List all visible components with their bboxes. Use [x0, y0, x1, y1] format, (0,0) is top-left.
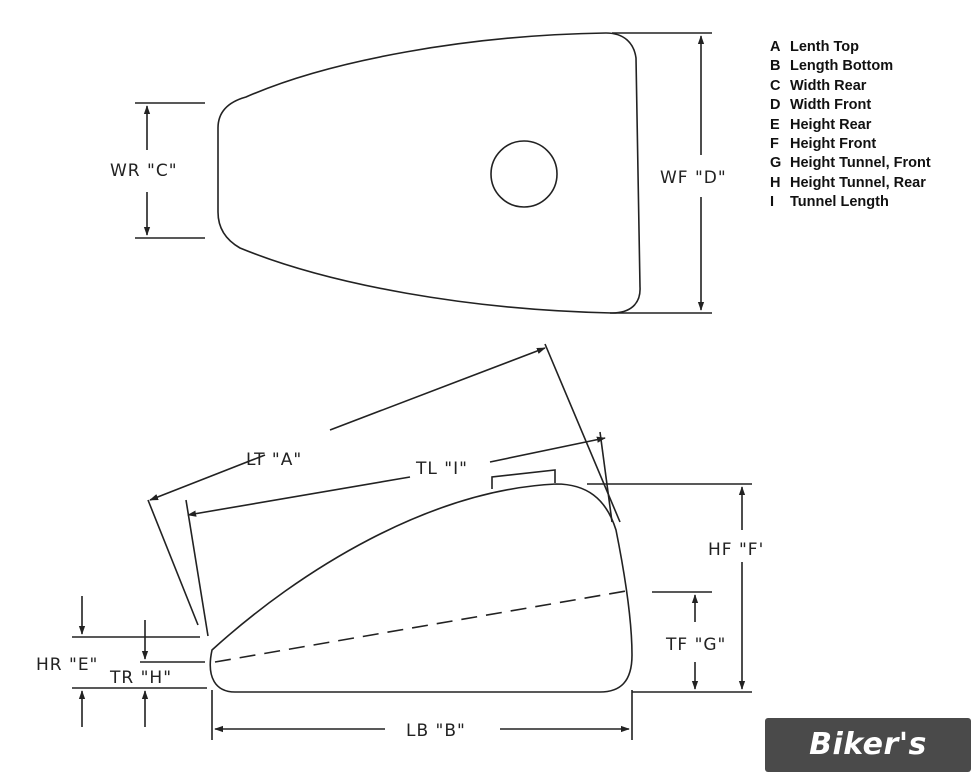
tunnel-bump [491, 469, 556, 489]
bikers-store-watermark: Biker's Store [765, 718, 971, 772]
tl-dimension [185, 431, 613, 637]
legend-key: I [770, 194, 775, 211]
legend-label: Width Front [790, 97, 872, 114]
legend-label: Height Front [790, 136, 877, 153]
legend-key: A [770, 39, 781, 55]
wf-dimension [610, 32, 712, 314]
legend-key: C [770, 77, 781, 94]
legend-item: F Height Front [770, 135, 931, 154]
legend-item: H Height Tunnel, Rear [770, 174, 931, 193]
legend-label: Tunnel Length [790, 194, 889, 211]
tank-top-outline [217, 32, 641, 314]
legend-item: A Lenth Top [770, 38, 931, 57]
tunnel-dashed-line [214, 589, 633, 663]
legend-key: E [770, 116, 780, 133]
legend-key: B [770, 58, 781, 75]
legend-item: C Width Rear [770, 77, 931, 96]
legend-item: E Height Rear [770, 116, 931, 135]
filler-cap-circle [490, 140, 558, 208]
lb-dimension [211, 690, 633, 740]
legend-label: Height Tunnel, Front [790, 155, 931, 172]
tl-label: TL "I" [415, 459, 468, 479]
legend-item: D Width Front [770, 96, 931, 115]
legend-key: D [770, 97, 781, 114]
wr-dimension [135, 102, 205, 239]
legend-item: G Height Tunnel, Front [770, 154, 931, 173]
tf-label: TF "G" [665, 635, 726, 655]
legend-label: Height Rear [790, 116, 872, 133]
tr-label: TR "H" [109, 668, 172, 688]
tank-side-outline [209, 483, 633, 693]
legend-label: Lenth Top [790, 39, 859, 55]
legend-item: I Tunnel Length [770, 193, 931, 212]
tf-dimension [652, 591, 712, 690]
lt-label: LT "A" [246, 450, 302, 470]
hr-tr-dimension [72, 596, 207, 727]
wr-label: WR "C" [110, 161, 178, 181]
legend-label: Width Rear [790, 77, 867, 94]
hf-label: HF "F' [708, 540, 764, 560]
wf-label: WF "D" [660, 168, 727, 188]
hr-label: HR "E" [36, 655, 98, 675]
lb-label: LB "B" [406, 721, 466, 741]
hf-dimension [587, 483, 752, 693]
legend-label: Length Bottom [790, 58, 894, 75]
legend-label: Height Tunnel, Rear [790, 174, 926, 191]
legend-item: B Length Bottom [770, 57, 931, 76]
legend-key: G [770, 155, 782, 172]
legend-key: F [770, 136, 779, 153]
legend-key: H [770, 174, 781, 191]
